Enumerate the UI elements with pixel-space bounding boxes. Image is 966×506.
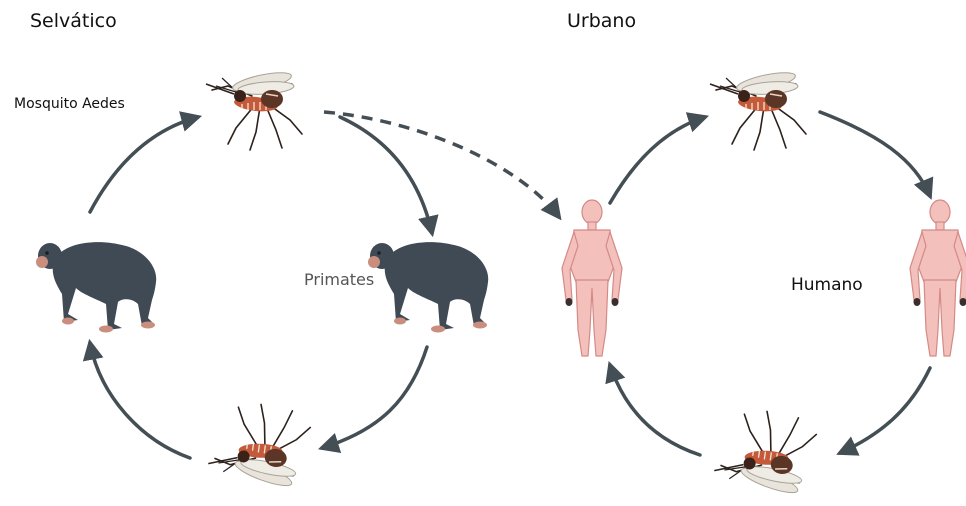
mosquito-icon: [712, 405, 818, 499]
arrow-lower-mosquito-to-human: [610, 365, 700, 455]
human-label: Humano: [791, 275, 863, 295]
human-icon: [562, 200, 622, 356]
mosquito-icon: [206, 398, 312, 492]
urban-title: Urbano: [567, 10, 636, 32]
arrow-mosquito-to-primate: [340, 117, 432, 233]
arrow-mosquito-to-human: [820, 112, 930, 196]
mosquito-icon: [710, 69, 806, 150]
arrow-primate-to-lower-mosquito: [322, 347, 427, 448]
mosquito-label: Mosquito Aedes: [14, 96, 125, 112]
primate-icon: [36, 242, 156, 332]
primate-icon: [368, 242, 488, 332]
arrow-lower-mosquito-to-primate: [90, 343, 190, 458]
arrow-primate-to-mosquito: [90, 117, 198, 212]
mosquito-icon: [206, 69, 302, 150]
arrow-human-to-mosquito: [610, 117, 705, 203]
primates-label: Primates: [304, 270, 374, 289]
arrow-human-to-lower-mosquito: [840, 368, 930, 453]
human-icon: [910, 200, 966, 356]
sylvatic-title: Selvático: [30, 10, 117, 32]
